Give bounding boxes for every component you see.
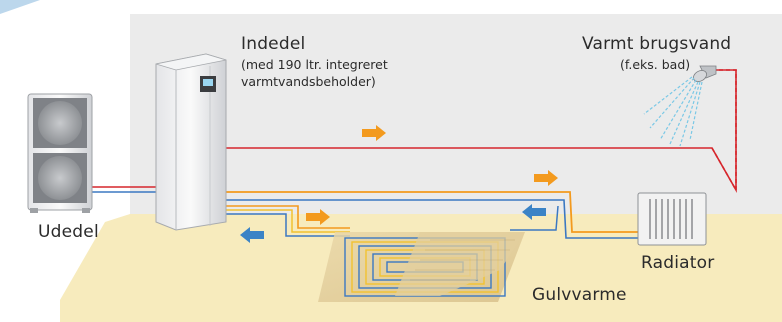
indoor-unit-note-line1: (med 190 ltr. integreret [241, 57, 388, 72]
indoor-unit [155, 53, 227, 231]
room-wall [130, 14, 782, 214]
radiator-unit [637, 192, 707, 246]
flow-arrow-icon [534, 170, 558, 186]
radiator-return-pipe [226, 199, 645, 239]
radiator-supply-pipe [226, 191, 645, 233]
shower-head-icon [643, 65, 717, 147]
flow-arrow-icon [522, 204, 546, 220]
hot-water-note: (f.eks. bad) [620, 57, 691, 72]
floor-return-pipe [226, 213, 350, 237]
hot-water-label: Varmt brugsvand [582, 34, 732, 54]
indoor-unit-note-line2: varmtvandsbeholder) [241, 74, 376, 89]
floor-heating-mat [318, 232, 525, 302]
flow-arrow-icon [362, 125, 386, 141]
indoor-unit-label: Indedel [241, 34, 306, 54]
floor-supply-pipe [226, 205, 350, 229]
outdoor-unit-label: Udedel [38, 222, 99, 242]
flow-arrow-icon [306, 209, 330, 225]
radiator-label: Radiator [641, 253, 715, 273]
floor-heating-label: Gulvvarme [532, 285, 627, 305]
flow-arrow-icon [240, 227, 264, 243]
outdoor-unit [27, 93, 93, 213]
corner-decoration [0, 0, 40, 14]
